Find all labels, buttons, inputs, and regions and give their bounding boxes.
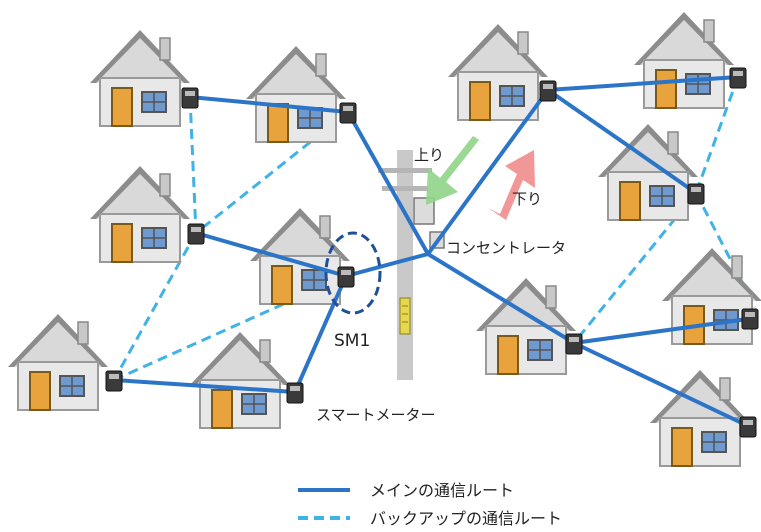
smart-meter-icon [286,382,304,404]
smart-meter-icon [729,67,747,89]
smart-meter-icon [741,308,759,330]
house-icon [189,331,291,429]
main-link [572,316,757,345]
main-link [188,95,350,114]
smart-meter-icon [565,333,583,355]
main-link [546,75,740,92]
sm1-label: SM1 [334,331,370,351]
house-icon [447,23,549,121]
smart-meter-icon [181,87,199,109]
house-icon [249,207,351,305]
smart-meter-icon [687,183,705,205]
concentrator-label: コンセントレータ [446,239,566,257]
uplink-arrow [426,136,492,205]
main-link [546,88,698,195]
legend: メインの通信ルート バックアップの通信ルート [298,481,562,528]
house-icon [7,313,109,411]
smart-meter-icon [105,370,123,392]
smart-meter-icon [739,416,757,438]
smart-meter-icon [339,102,357,124]
main-link [426,252,576,345]
legend-main-label: メインの通信ルート [370,481,514,500]
smart-meter-icon [337,266,355,288]
house-icon [245,45,347,143]
legend-backup-label: バックアップの通信ルート [370,509,562,528]
backup-link [694,192,757,308]
main-link [426,88,550,256]
backup-routes [112,76,757,382]
main-routes [112,75,757,428]
smart-meter-icon [539,80,557,102]
main-link [572,341,750,428]
main-link [344,252,430,278]
house-icon [89,29,191,127]
backup-link [188,96,198,234]
house-icon [597,123,699,221]
house-icon [89,165,191,263]
backup-link [694,76,740,194]
smart-meter-icon [187,223,205,245]
main-link [194,231,348,278]
sm1-highlight-circle [324,231,382,315]
main-link [293,274,348,394]
downlink-arrow [488,150,535,220]
smart-meter-label: スマートメーター [316,406,436,424]
uplink-label: 上り [414,146,444,164]
downlink-label: 下り [512,190,542,208]
backup-link [112,232,198,381]
main-link [346,110,430,256]
house-icon [633,11,735,109]
main-link [112,378,297,394]
